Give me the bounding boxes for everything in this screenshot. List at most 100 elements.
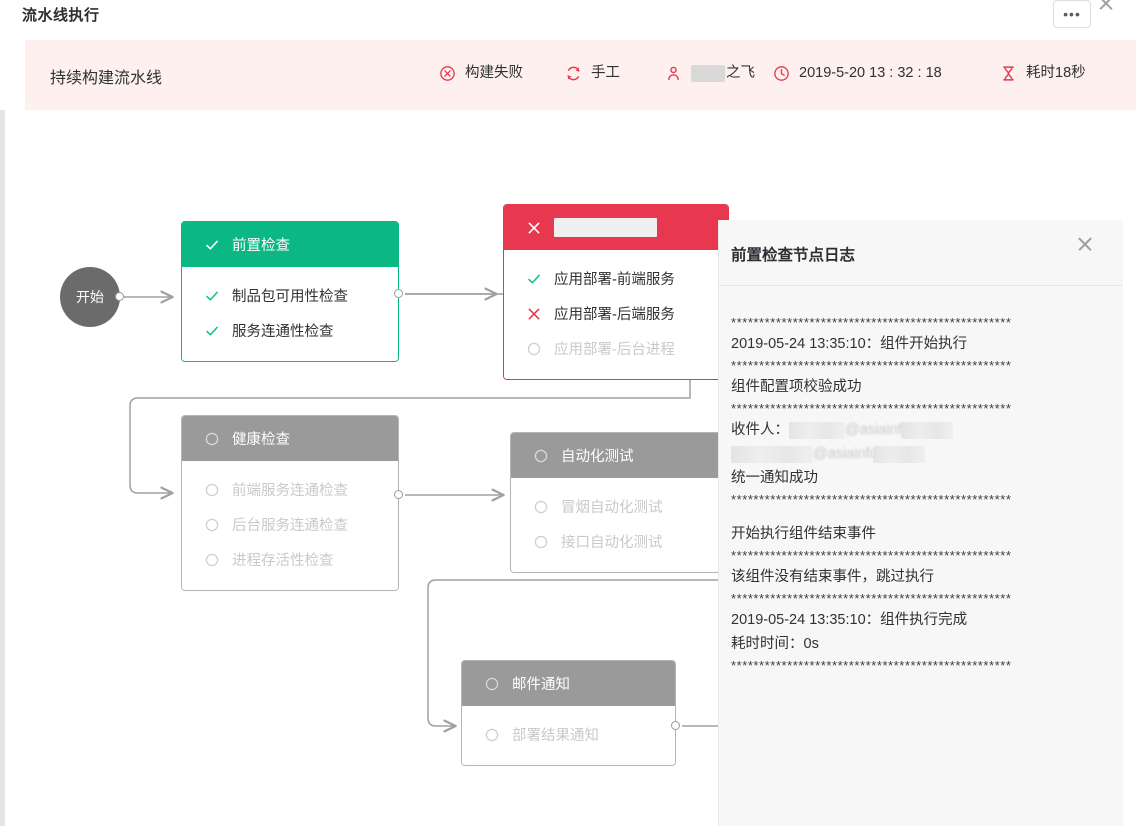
start-node[interactable]: 开始 — [60, 267, 120, 327]
stage-step[interactable]: 后台服务连通检查 — [182, 507, 398, 542]
log-line: 组件配置项校验成功 — [731, 379, 862, 395]
circle-icon — [204, 517, 220, 533]
log-line: 2019-05-24 13:35:10：组件执行完成 — [731, 612, 968, 628]
run-duration: 耗时18秒 — [1000, 64, 1086, 82]
stage-header-health: 健康检查 — [182, 416, 398, 461]
stage-step[interactable]: 应用部署-前端服务 — [504, 261, 728, 296]
log-separator: ****************************************… — [731, 315, 1012, 330]
log-drawer-right-gutter — [1123, 220, 1136, 826]
log-separator: ****************************************… — [731, 548, 1012, 563]
stage-step-label: 服务连通性检查 — [232, 324, 334, 340]
cross-icon — [526, 220, 542, 236]
stage-step-label: 制品包可用性检查 — [232, 289, 348, 305]
recipient-redaction — [901, 421, 954, 439]
log-line: 2019-05-24 13:35:10：组件开始执行 — [731, 336, 968, 352]
stage-step[interactable]: 接口自动化测试 — [511, 524, 727, 559]
stage-steps-health: 前端服务连通检查 后台服务连通检查 进程存活性检查 — [182, 461, 398, 590]
window-title-bar: 流水线执行 ••• — [0, 0, 1136, 35]
trigger-type-label: 手工 — [591, 65, 620, 81]
stage-steps-precheck: 制品包可用性检查 服务连通性检查 — [182, 267, 398, 361]
stage-title: 前置检查 — [232, 238, 290, 254]
log-line: 统一通知成功 — [731, 470, 818, 486]
stage-steps-autotest: 冒烟自动化测试 接口自动化测试 — [511, 478, 727, 572]
stage-step[interactable]: 前端服务连通检查 — [182, 472, 398, 507]
run-timestamp: 2019-5-20 13 : 32 : 18 — [773, 64, 942, 82]
check-icon — [204, 323, 220, 339]
stage-node-autotest[interactable]: 自动化测试 冒烟自动化测试 接口自动化测试 — [510, 432, 728, 573]
recipients-prefix: 收件人： — [731, 422, 789, 438]
run-timestamp-label: 2019-5-20 13 : 32 : 18 — [799, 65, 942, 81]
log-line: 该组件没有结束事件，跳过执行 — [731, 569, 934, 585]
stage-step-label: 应用部署-后端服务 — [554, 307, 675, 323]
circle-icon — [533, 499, 549, 515]
log-separator: ****************************************… — [731, 591, 1012, 606]
stage-header-autotest: 自动化测试 — [511, 433, 727, 478]
log-separator: ****************************************… — [731, 401, 1012, 416]
cross-icon — [526, 306, 542, 322]
stage-step-label: 后台服务连通检查 — [232, 518, 348, 534]
log-line-recipients-cont: @asiainfo.com; — [731, 442, 1124, 466]
circle-icon — [484, 676, 500, 692]
run-user: 之飞 — [665, 64, 755, 82]
build-status: 构建失败 — [439, 64, 523, 82]
recipient-redaction — [789, 421, 845, 439]
stage-output-port-precheck — [394, 289, 403, 298]
circle-icon — [204, 482, 220, 498]
circle-icon — [526, 341, 542, 357]
check-icon — [204, 237, 220, 253]
log-line: 开始执行组件结束事件 — [731, 526, 876, 542]
more-options-button[interactable]: ••• — [1053, 0, 1091, 28]
stage-node-health[interactable]: 健康检查 前端服务连通检查 后台服务连通检查 进程存活性检查 — [181, 415, 399, 591]
stage-node-precheck[interactable]: 前置检查 制品包可用性检查 服务连通性检查 — [181, 221, 399, 362]
log-drawer-header: 前置检查节点日志 — [719, 220, 1136, 286]
stage-step[interactable]: 应用部署-后端服务 — [504, 296, 728, 331]
stage-title: 自动化测试 — [561, 449, 634, 465]
log-separator: ****************************************… — [731, 358, 1012, 373]
circle-icon — [484, 727, 500, 743]
error-circle-icon — [439, 65, 456, 82]
log-drawer-title: 前置检查节点日志 — [731, 247, 856, 264]
stage-step[interactable]: 服务连通性检查 — [182, 313, 398, 348]
stage-step-label: 进程存活性检查 — [232, 553, 334, 569]
stage-header-deploy — [504, 205, 728, 250]
user-name-redaction — [691, 64, 725, 82]
log-content[interactable]: ****************************************… — [719, 286, 1136, 826]
canvas-left-gutter — [0, 110, 5, 826]
log-blank-line — [731, 509, 1124, 522]
pipeline-canvas[interactable]: 开始 前置检查 制品包可用性检查 服务连通性检查 — [0, 110, 1136, 826]
stage-node-mail[interactable]: 邮件通知 部署结果通知 — [461, 660, 676, 766]
log-line: 耗时时间：0s — [731, 636, 819, 652]
stage-step-label: 前端服务连通检查 — [232, 483, 348, 499]
stage-step[interactable]: 部署结果通知 — [462, 717, 675, 752]
clock-icon — [773, 65, 790, 82]
page-title: 流水线执行 — [22, 7, 100, 24]
stage-step[interactable]: 应用部署-后台进程 — [504, 331, 728, 366]
log-separator: ****************************************… — [731, 658, 1012, 673]
stage-node-deploy[interactable]: 应用部署-前端服务 应用部署-后端服务 应用部署-后台进程 — [503, 204, 729, 380]
stage-steps-deploy: 应用部署-前端服务 应用部署-后端服务 应用部署-后台进程 — [504, 250, 728, 379]
stage-title: 邮件通知 — [512, 677, 570, 693]
stage-steps-mail: 部署结果通知 — [462, 706, 675, 765]
stage-step[interactable]: 制品包可用性检查 — [182, 278, 398, 313]
stage-step-label: 应用部署-前端服务 — [554, 272, 675, 288]
close-icon[interactable] — [1085, 244, 1105, 264]
start-node-label: 开始 — [76, 289, 104, 305]
stage-step[interactable]: 进程存活性检查 — [182, 542, 398, 577]
stage-step[interactable]: 冒烟自动化测试 — [511, 489, 727, 524]
close-icon[interactable] — [1106, 3, 1126, 23]
ellipsis-icon: ••• — [1063, 6, 1081, 22]
recipient-redaction — [731, 445, 813, 463]
stage-title-redaction — [554, 218, 657, 237]
run-summary-banner: 持续构建流水线 构建失败 手工 之飞 — [25, 40, 1136, 110]
stage-title: 健康检查 — [232, 432, 290, 448]
stage-header-precheck: 前置检查 — [182, 222, 398, 267]
check-icon — [204, 288, 220, 304]
circle-icon — [533, 534, 549, 550]
stage-step-label: 冒烟自动化测试 — [561, 500, 663, 516]
stage-step-label: 应用部署-后台进程 — [554, 342, 675, 358]
refresh-icon — [565, 65, 582, 82]
circle-icon — [533, 448, 549, 464]
stage-output-port-mail — [671, 721, 680, 730]
trigger-type: 手工 — [565, 64, 620, 82]
node-log-drawer: 前置检查节点日志 *******************************… — [718, 220, 1136, 826]
